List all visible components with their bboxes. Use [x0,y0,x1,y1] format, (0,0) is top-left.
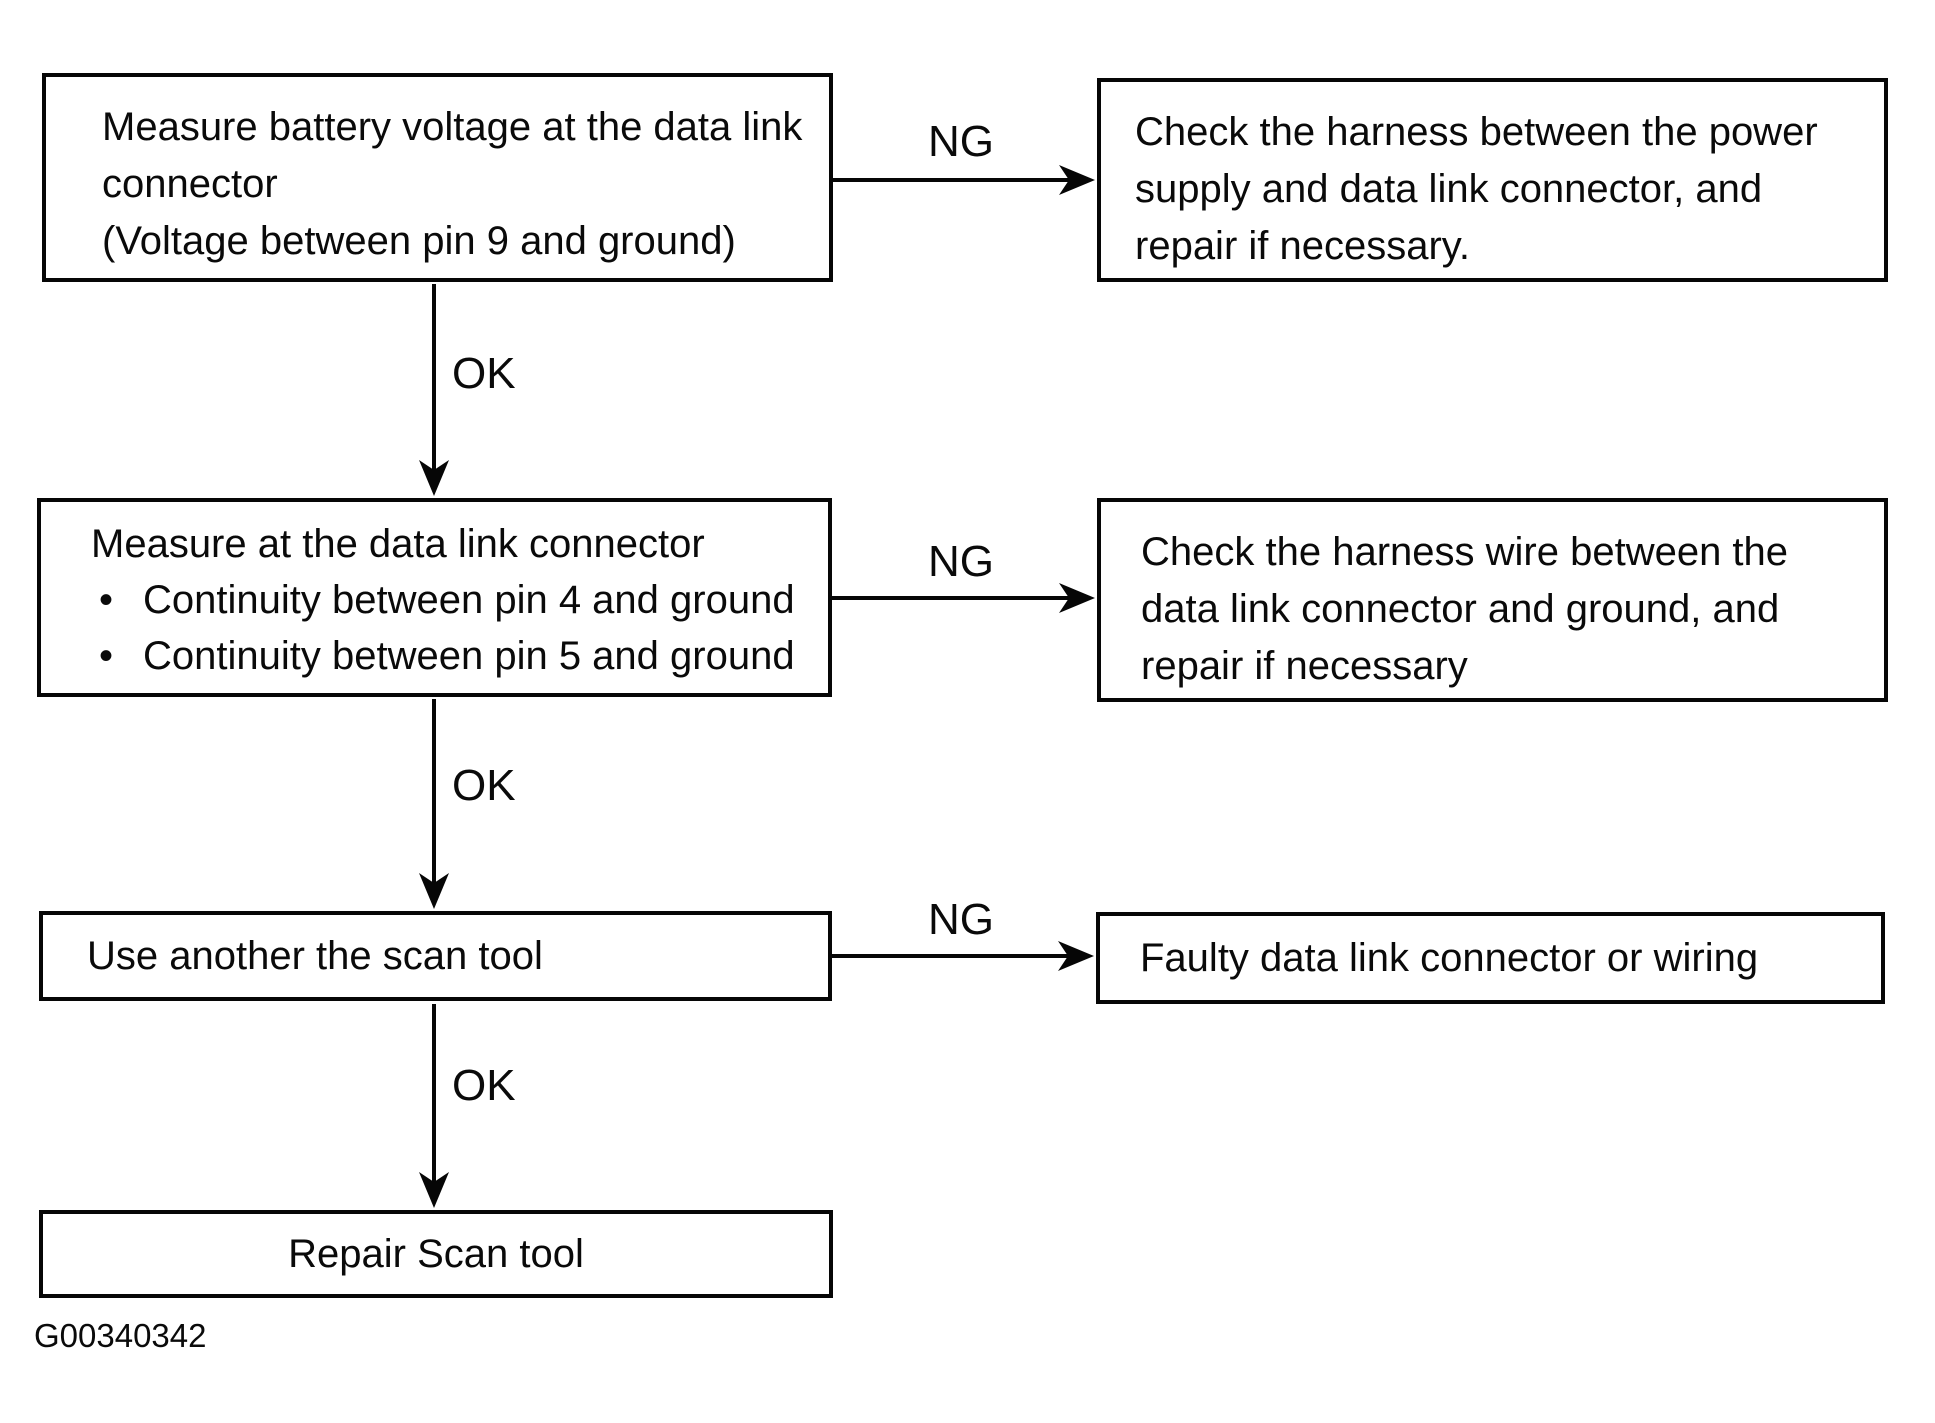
box-text-line: repair if necessary. [1135,224,1470,268]
box-text-line: Use another the scan tool [87,933,543,978]
box-text-line: repair if necessary [1141,644,1468,688]
bullet-item: • Continuity between pin 4 and ground [91,572,828,628]
flow-box-faulty-connector: Faulty data link connector or wiring [1096,912,1885,1004]
box-text-line: supply and data link connector, and [1135,167,1763,211]
ok-label-1: OK [452,349,516,398]
box-text-line: connector [102,162,278,206]
flow-box-repair-scan-tool: Repair Scan tool [39,1210,833,1298]
box-text-line: Measure battery voltage at the data link [102,105,803,149]
bullet-icon: • [99,634,114,678]
box-text-line: Check the harness wire between the [1141,530,1789,574]
flow-box-measure-voltage: Measure battery voltage at the data link… [42,73,833,282]
ok-label-3: OK [452,1061,516,1110]
box-text-line: Measure at the data link connector [91,522,705,566]
box-text-line: (Voltage between pin 9 and ground) [102,219,736,263]
flow-box-use-another-scan-tool: Use another the scan tool [39,911,832,1001]
ng-label-1: NG [928,117,994,166]
ok-arrow-3 [419,1004,449,1208]
bullet-text: Continuity between pin 4 and ground [143,578,795,622]
ok-arrow-1 [419,284,449,496]
figure-code: G00340342 [34,1317,207,1354]
ng-arrow-1 [833,165,1095,195]
ok-label-2: OK [452,761,516,810]
ng-arrow-3 [832,941,1094,971]
ok-arrow-2 [419,699,449,909]
box-text-line: Faulty data link connector or wiring [1140,935,1759,980]
flow-box-check-harness-ground: Check the harness wire between the data … [1097,498,1888,702]
flow-box-measure-continuity: Measure at the data link connector • Con… [37,498,832,697]
box-text-line: Check the harness between the power [1135,110,1818,154]
box-text-line: Repair Scan tool [288,1231,584,1276]
ng-label-3: NG [928,895,994,944]
ng-arrow-2 [832,583,1095,613]
ng-label-2: NG [928,537,994,586]
bullet-item: • Continuity between pin 5 and ground [91,628,828,684]
bullet-icon: • [99,578,114,622]
flow-box-check-harness-power: Check the harness between the power supp… [1097,78,1888,282]
box-text-line: data link connector and ground, and [1141,587,1780,631]
bullet-text: Continuity between pin 5 and ground [143,634,795,678]
